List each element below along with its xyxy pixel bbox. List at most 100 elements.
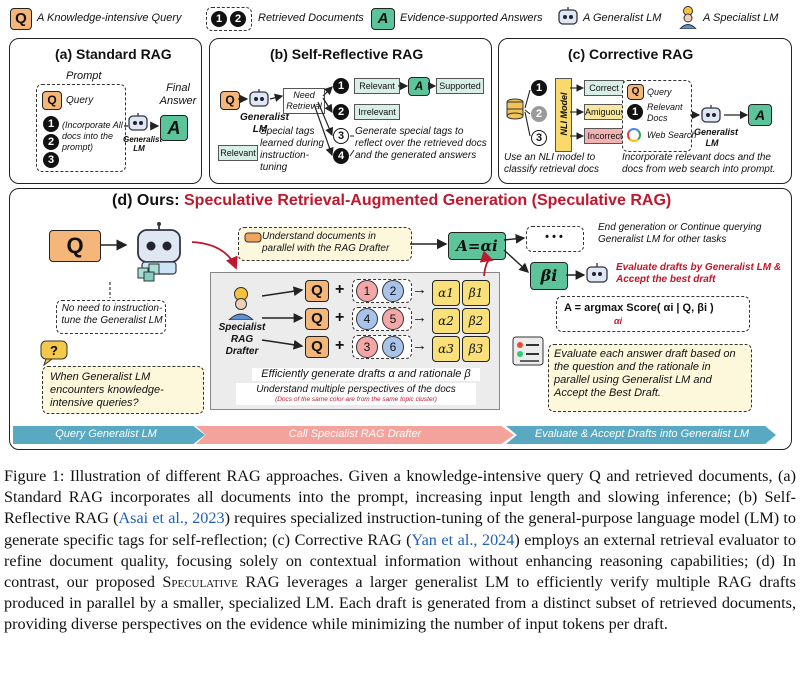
formula-text: A = argmax Score( αi | Q, βi ) xyxy=(564,302,714,314)
doc-3-icon: 3 xyxy=(333,128,349,144)
beta-i-box: βi xyxy=(530,262,568,290)
panel-a-title: (a) Standard RAG xyxy=(55,46,172,62)
doc-2-icon: 2 xyxy=(382,280,404,302)
doc-1-icon: 1 xyxy=(333,78,349,94)
caption-part-1: Figure 1: Illustration of different RAG … xyxy=(4,467,796,528)
doc-1-icon: 1 xyxy=(531,80,547,96)
no-need-box xyxy=(56,300,166,334)
generalist-robot-icon xyxy=(700,104,722,126)
panel-d-title: (d) Ours: Speculative Retrieval-Augmente… xyxy=(112,192,671,210)
doc-3-icon: 3 xyxy=(531,130,547,146)
draft-query-icon: Q xyxy=(305,308,329,330)
doc-1-icon: 1 xyxy=(43,116,59,132)
draft-arrow: → xyxy=(412,337,427,354)
nli-model-box: NLI Model xyxy=(555,78,572,152)
doc-1-icon: 1 xyxy=(627,104,643,120)
main-query-icon: Q xyxy=(49,230,101,262)
doc-1-icon: 1 xyxy=(211,11,227,27)
svg-text:?: ? xyxy=(50,343,58,358)
dots-box xyxy=(526,226,584,252)
caption-part-3: ) employs an external retrieval evaluato… xyxy=(4,530,796,592)
understand-text: Understand documents in parallel with th… xyxy=(262,231,390,254)
doc-4-icon: 4 xyxy=(333,148,349,164)
database-icon xyxy=(505,98,525,120)
special-tags-text: Special tags learned during instruction-… xyxy=(260,126,324,173)
prompt-label: Prompt xyxy=(66,70,102,82)
dots-text: • • • xyxy=(545,231,563,243)
final-answer-icon: A xyxy=(160,115,188,141)
query-label: Query xyxy=(647,87,672,97)
alpha-draft: α3 xyxy=(432,336,460,362)
same-color-note: (Docs of the same color are from the sam… xyxy=(275,396,437,403)
citation-asai[interactable]: Asai et al., 2023 xyxy=(118,509,225,528)
formula-box xyxy=(556,296,750,332)
draft-arrow: → xyxy=(412,309,427,326)
supported-tag: Supported xyxy=(436,78,484,94)
beta-rationale: β3 xyxy=(462,336,490,362)
when-text: When Generalist LM encounters knowledge-… xyxy=(50,371,164,409)
doc-2-icon: 2 xyxy=(43,134,59,150)
plus-sign: + xyxy=(335,281,345,298)
no-need-text: No need to instruction-tune the Generali… xyxy=(61,303,163,326)
specialist-person-icon xyxy=(677,5,699,30)
understand-multi-text: Understand multiple perspectives of the … xyxy=(256,384,456,395)
final-answer-label: Final Answer xyxy=(159,82,197,107)
specialist-label: Specialist RAG Drafter xyxy=(218,322,266,357)
checklist-icon xyxy=(512,336,546,368)
plus-sign: + xyxy=(335,309,345,326)
generalist-robot-icon xyxy=(248,88,270,110)
evaluate-each-text: Evaluate each answer draft based on the … xyxy=(554,348,736,399)
draft-query-icon: Q xyxy=(305,336,329,358)
doc-4-icon: 4 xyxy=(356,308,378,330)
generalist-robot-icon xyxy=(127,112,149,134)
understand-box xyxy=(238,227,412,261)
caption-smallcaps: Speculative xyxy=(162,573,238,592)
when-box xyxy=(42,366,204,414)
incorporate-text: (Incorporate All docs into the prompt) xyxy=(62,120,123,152)
caption-part-2: ) requires specialized instruction-tunin… xyxy=(4,509,796,549)
panel-d-title-main: Speculative Retrieval-Augmented Generati… xyxy=(184,192,672,209)
figure-caption: Figure 1: Illustration of different RAG … xyxy=(4,466,796,636)
generalist-label: Generalist LM xyxy=(694,127,739,148)
doc-2-icon: 2 xyxy=(531,106,547,122)
formula-subscript: αi xyxy=(614,316,623,326)
step-query-label: Query Generalist LM xyxy=(55,428,157,440)
legend-answer-label: Evidence-supported Answers xyxy=(400,12,543,24)
doc-6-icon: 6 xyxy=(382,336,404,358)
beta-rationale: β2 xyxy=(462,308,490,334)
query-label: Query xyxy=(66,95,94,106)
generalist-robot-icon xyxy=(585,262,609,286)
panel-self-reflective-rag xyxy=(209,38,492,184)
draft-arrow: → xyxy=(412,281,427,298)
cube-icon xyxy=(136,262,162,282)
step-query-banner xyxy=(13,426,205,444)
step-evaluate-banner xyxy=(506,426,776,444)
doc-1-icon: 1 xyxy=(356,280,378,302)
web-search-label: Web Search xyxy=(647,130,697,140)
efficiently-text: Efficiently generate drafts α and ration… xyxy=(252,368,480,381)
query-icon: Q xyxy=(42,91,62,110)
legend-query-label: A Knowledge-intensive Query xyxy=(37,12,182,24)
caption-part-4: RAG leverages a larger generalist LM to … xyxy=(4,573,796,634)
generate-tags-text: Generate special tags to reflect over th… xyxy=(355,126,487,161)
doc-3-icon: 3 xyxy=(43,152,59,168)
citation-yan[interactable]: Yan et al., 2024 xyxy=(411,530,515,549)
use-nli-text: Use an NLI model to classify retrieval d… xyxy=(504,152,600,175)
legend-query-icon: Q xyxy=(10,8,32,30)
handshake-icon xyxy=(244,230,262,244)
doc-3-icon: 3 xyxy=(356,336,378,358)
legend-retrieved-label: Retrieved Documents xyxy=(258,12,364,24)
question-bubble-icon: ? xyxy=(40,340,70,367)
evaluate-red-text: Evaluate drafts by Generalist LM & Accep… xyxy=(616,262,782,285)
understand-multi-box xyxy=(236,383,476,405)
doc-5-icon: 5 xyxy=(382,308,404,330)
generalist-label: Generalist LM xyxy=(123,135,163,153)
panel-c-title: (c) Corrective RAG xyxy=(568,46,694,62)
step-call-label: Call Specialist RAG Drafter xyxy=(288,428,422,440)
step-call-banner xyxy=(196,426,514,444)
a-equals-box: A=αi xyxy=(448,232,506,260)
query-icon: Q xyxy=(220,91,240,110)
google-icon xyxy=(627,128,641,142)
panel-d-title-prefix: (d) Ours: xyxy=(112,192,184,209)
